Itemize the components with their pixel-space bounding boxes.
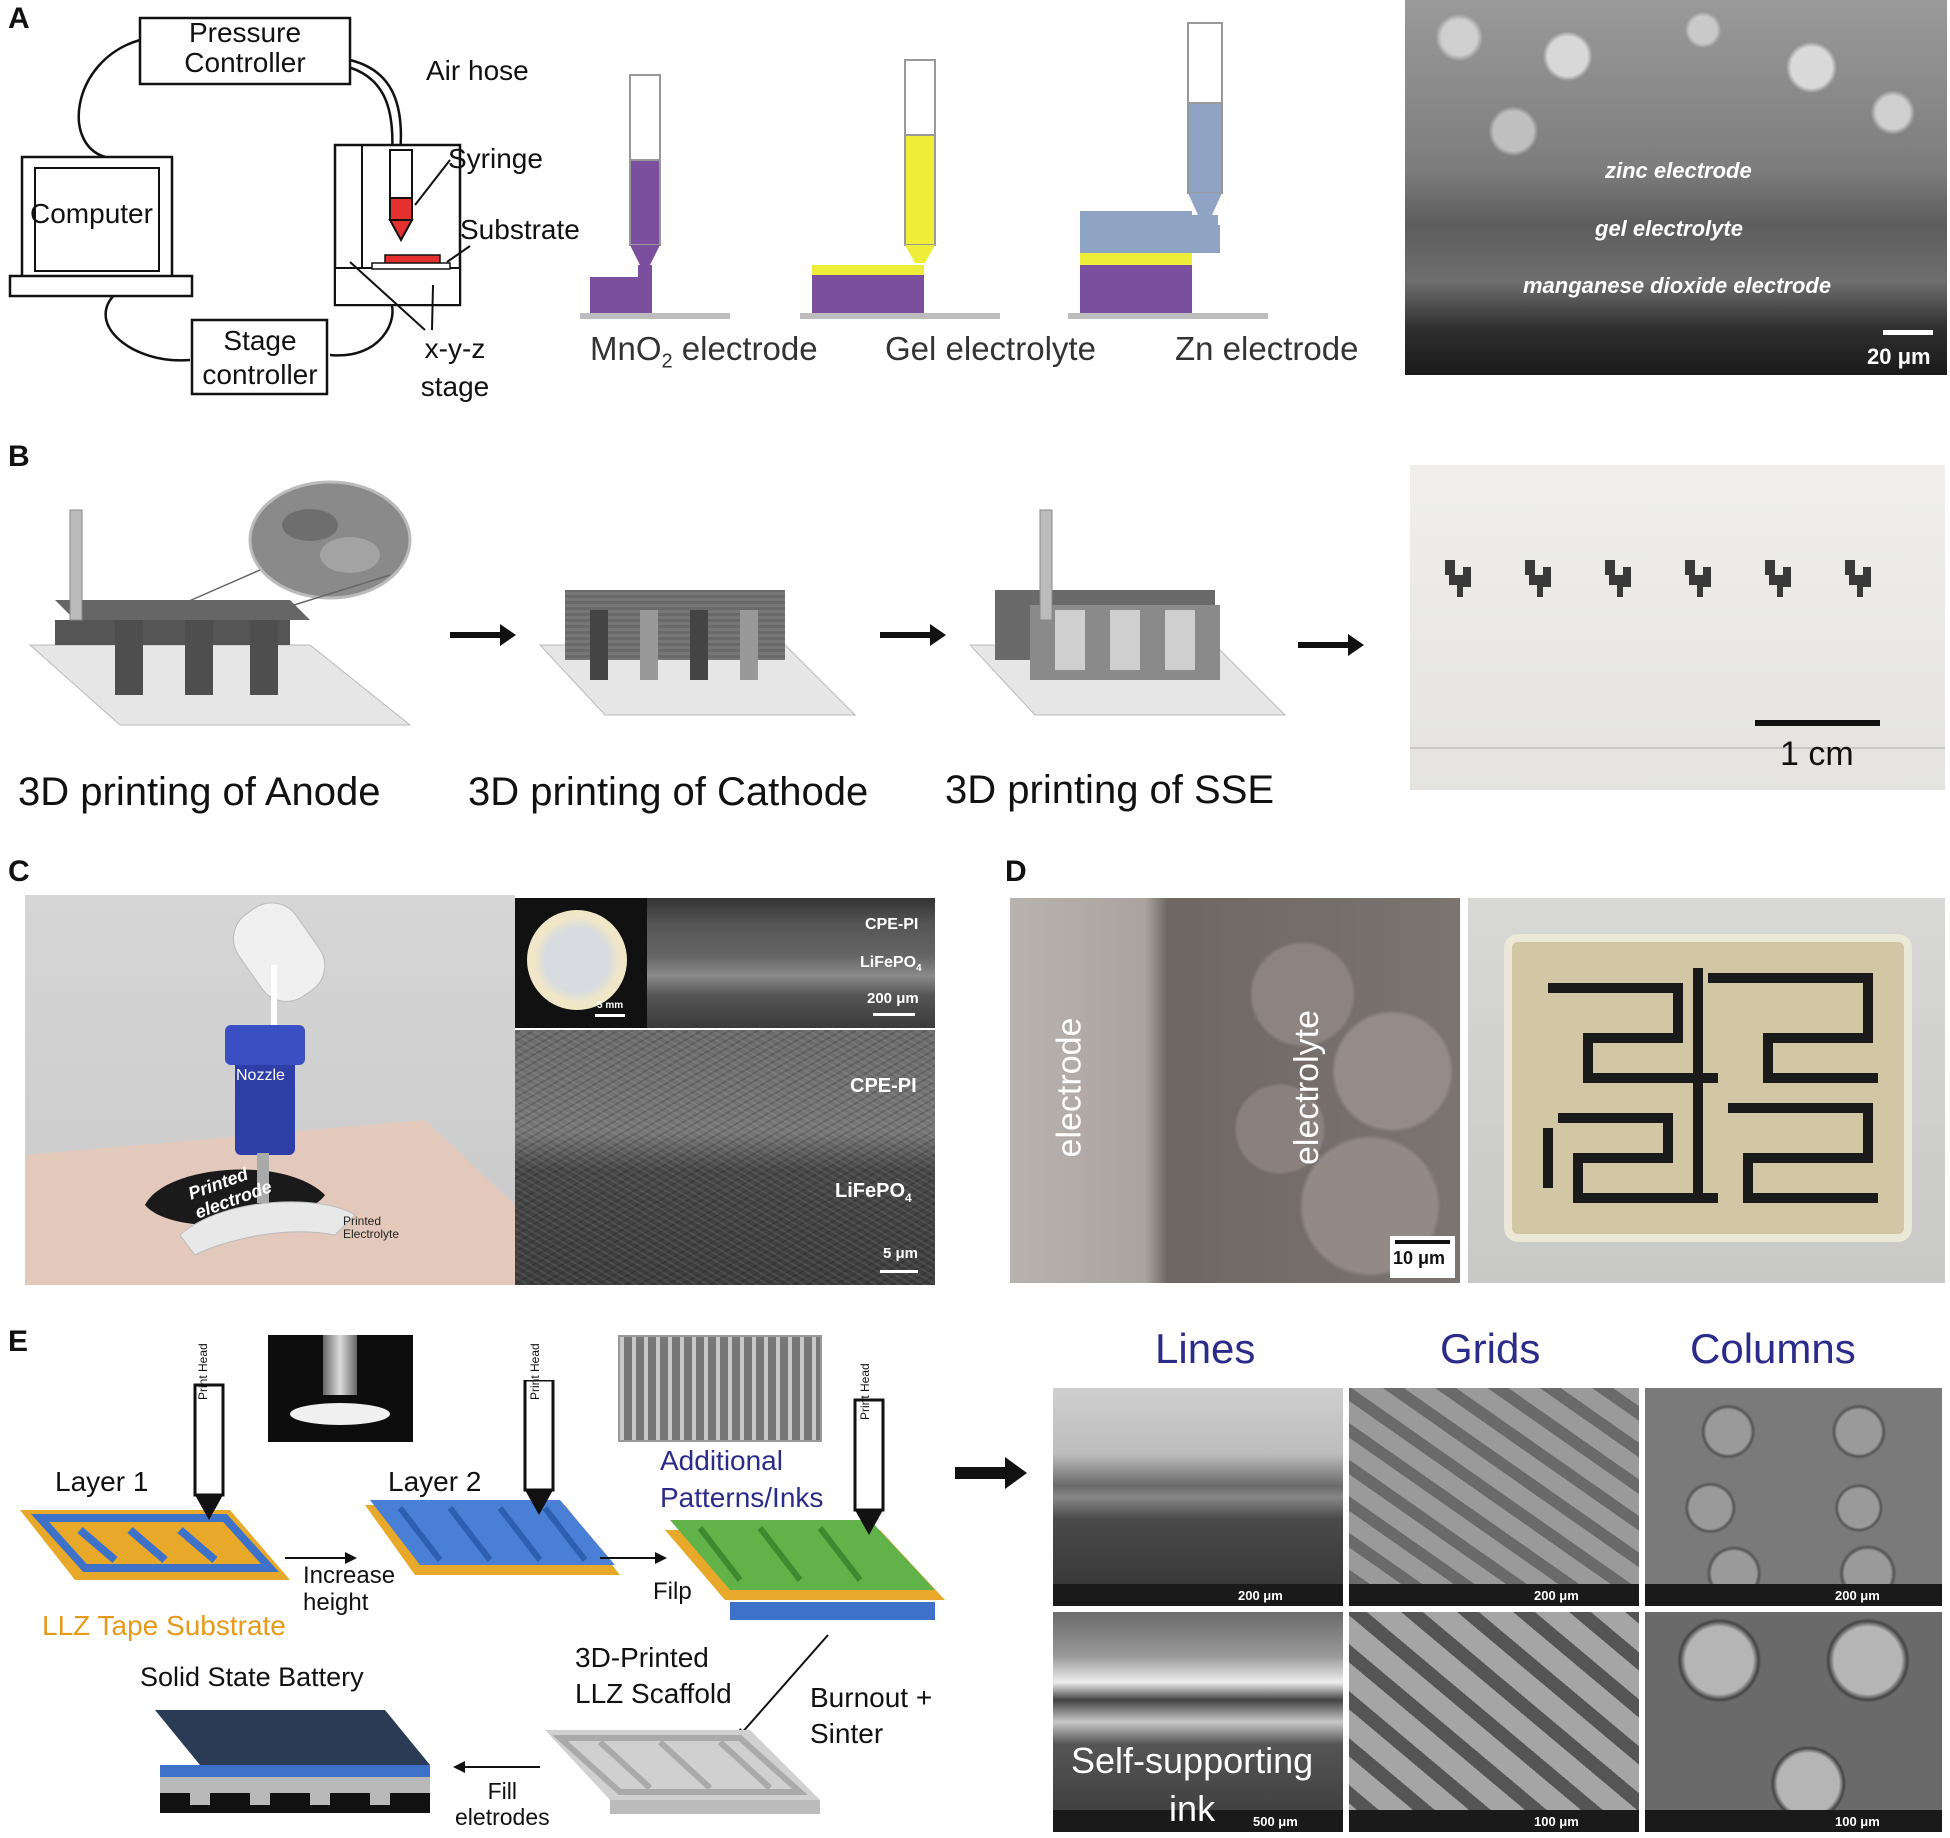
- syringe-label: Syringe: [448, 143, 543, 174]
- panel-label-d: D: [1005, 855, 1027, 888]
- bottom-lfp-label: LiFePO4: [835, 1180, 912, 1205]
- scale-grids-top: 200 μm: [1534, 1588, 1579, 1603]
- sem-manganese-label: manganese dioxide electrode: [1523, 273, 1832, 298]
- print-head-label-2: Print Head: [528, 1343, 542, 1400]
- bottom-cpe-label: CPE-PI: [850, 1075, 917, 1097]
- scale-columns-bottom: 100 μm: [1835, 1814, 1880, 1829]
- fill-electrodes-label: Fill eletrodes: [455, 1778, 550, 1830]
- arrow-b2: [880, 624, 946, 646]
- panel-label-c: C: [8, 855, 30, 888]
- increase-height-label: Increase height: [303, 1562, 396, 1616]
- sem-columns-top: 200 μm: [1645, 1388, 1942, 1606]
- sem-scale-bar: [1883, 330, 1933, 335]
- sem-grids-top: 200 μm: [1349, 1388, 1639, 1606]
- filp-label: Filp: [653, 1578, 692, 1605]
- printed-batteries-photo: 1 cm: [1410, 465, 1945, 790]
- computer-label: Computer: [30, 198, 153, 229]
- photo-scale-label: 1 cm: [1780, 735, 1854, 773]
- sem-lines-top: 200 μm: [1053, 1388, 1343, 1606]
- sse-print-diagram: [968, 509, 1287, 716]
- scaffold-label: 3D-Printed LLZ Scaffold: [575, 1642, 732, 1709]
- panel-label-b: B: [8, 440, 30, 473]
- bottom-scale-label: 5 μm: [883, 1245, 919, 1262]
- nozzle-photo: [268, 1335, 413, 1442]
- sem-cpe-pi-bottom: CPE-PI LiFePO4 5 μm: [515, 1030, 935, 1285]
- step-mno2-electrode-label: MnO2 electrode: [590, 330, 818, 373]
- llz-printing-flow-diagram: [20, 1380, 945, 1814]
- scale-columns-top: 200 μm: [1835, 1588, 1880, 1603]
- pressure-controller-label: Pressure Controller: [184, 17, 306, 78]
- sse-step-label: 3D printing of SSE: [945, 768, 1275, 812]
- layer2-label: Layer 2: [388, 1466, 482, 1497]
- column-columns-title: Columns: [1690, 1325, 1856, 1372]
- sem-lines-bottom: Self-supporting ink 500 μm: [1053, 1612, 1343, 1832]
- electrode-label: electrode: [1050, 1017, 1089, 1158]
- substrate-label: Substrate: [460, 214, 580, 245]
- arrow-e-right: [955, 1457, 1027, 1489]
- scale-grids-bottom: 100 μm: [1534, 1814, 1579, 1829]
- printing-steps-diagram: [580, 22, 1268, 319]
- print-head-label-1: Print Head: [196, 1343, 210, 1400]
- anode-step-label: 3D printing of Anode: [18, 770, 381, 814]
- sem-columns-bottom: 100 μm: [1645, 1612, 1942, 1832]
- additional-patterns-label: Additional Patterns/Inks: [660, 1445, 824, 1513]
- anode-print-diagram: [28, 480, 412, 726]
- inset-disc: 5 mm: [515, 898, 647, 1028]
- panel-label-e: E: [8, 1325, 29, 1358]
- nozzle-label: Nozzle: [236, 1067, 285, 1084]
- sem-battery-cross-section: zinc electrode gel electrolyte manganese…: [1405, 0, 1947, 375]
- step-gel-electrolyte-label: Gel electrolyte: [885, 330, 1096, 367]
- solid-state-battery-label: Solid State Battery: [140, 1662, 364, 1692]
- column-lines-title: Lines: [1155, 1325, 1256, 1372]
- step-zn-electrode-label: Zn electrode: [1175, 330, 1359, 367]
- cathode-print-diagram: [538, 590, 857, 716]
- air-hose-label: Air hose: [426, 55, 529, 86]
- printed-electrolyte-label: Printed Electrolyte: [343, 1214, 400, 1241]
- panel-label-a: A: [8, 2, 30, 35]
- arrow-b3: [1298, 634, 1364, 656]
- printer-setup-diagram: [8, 16, 471, 396]
- arrow-b1: [450, 624, 516, 646]
- sem-scale-label: 20 μm: [1867, 344, 1931, 369]
- top-cpe-label: CPE-PI: [865, 916, 919, 933]
- self-supporting-label: Self-supporting ink: [1071, 1740, 1314, 1829]
- printing-render: Nozzle Printed electrode Printed Electro…: [25, 895, 515, 1285]
- xyz-stage-label: x-y-z stage: [420, 333, 490, 402]
- printed-maze-battery-photo: [1468, 898, 1945, 1283]
- scale-lines-bottom: 500 μm: [1253, 1814, 1298, 1829]
- column-grids-title: Grids: [1440, 1325, 1541, 1372]
- layer1-label: Layer 1: [55, 1466, 149, 1497]
- stage-controller-label: Stage controller: [202, 325, 318, 390]
- cathode-step-label: 3D printing of Cathode: [468, 770, 869, 814]
- print-head-label-3: Print Head: [858, 1363, 872, 1420]
- top-lfp-label: LiFePO4: [860, 954, 922, 975]
- sem-grids-bottom: 100 μm: [1349, 1612, 1639, 1832]
- sem-zinc-label: zinc electrode: [1605, 158, 1752, 183]
- llz-substrate-label: LLZ Tape Substrate: [42, 1610, 286, 1641]
- top-scale-label: 200 μm: [867, 990, 919, 1007]
- electrolyte-label: electrolyte: [1287, 1010, 1326, 1165]
- pattern-sem-photo: [618, 1335, 822, 1442]
- scale-lines-top: 200 μm: [1238, 1588, 1283, 1603]
- inset-scale-label: 5 mm: [597, 1000, 624, 1011]
- burnout-label: Burnout + Sinter: [810, 1682, 933, 1749]
- sem-electrode-electrolyte: electrode electrolyte 10 μm: [1010, 898, 1460, 1283]
- sem-gel-label: gel electrolyte: [1595, 216, 1743, 241]
- d-scale-label: 10 μm: [1393, 1248, 1446, 1268]
- sem-cpe-pi-top: 5 mm CPE-PI LiFePO4 200 μm: [515, 898, 935, 1028]
